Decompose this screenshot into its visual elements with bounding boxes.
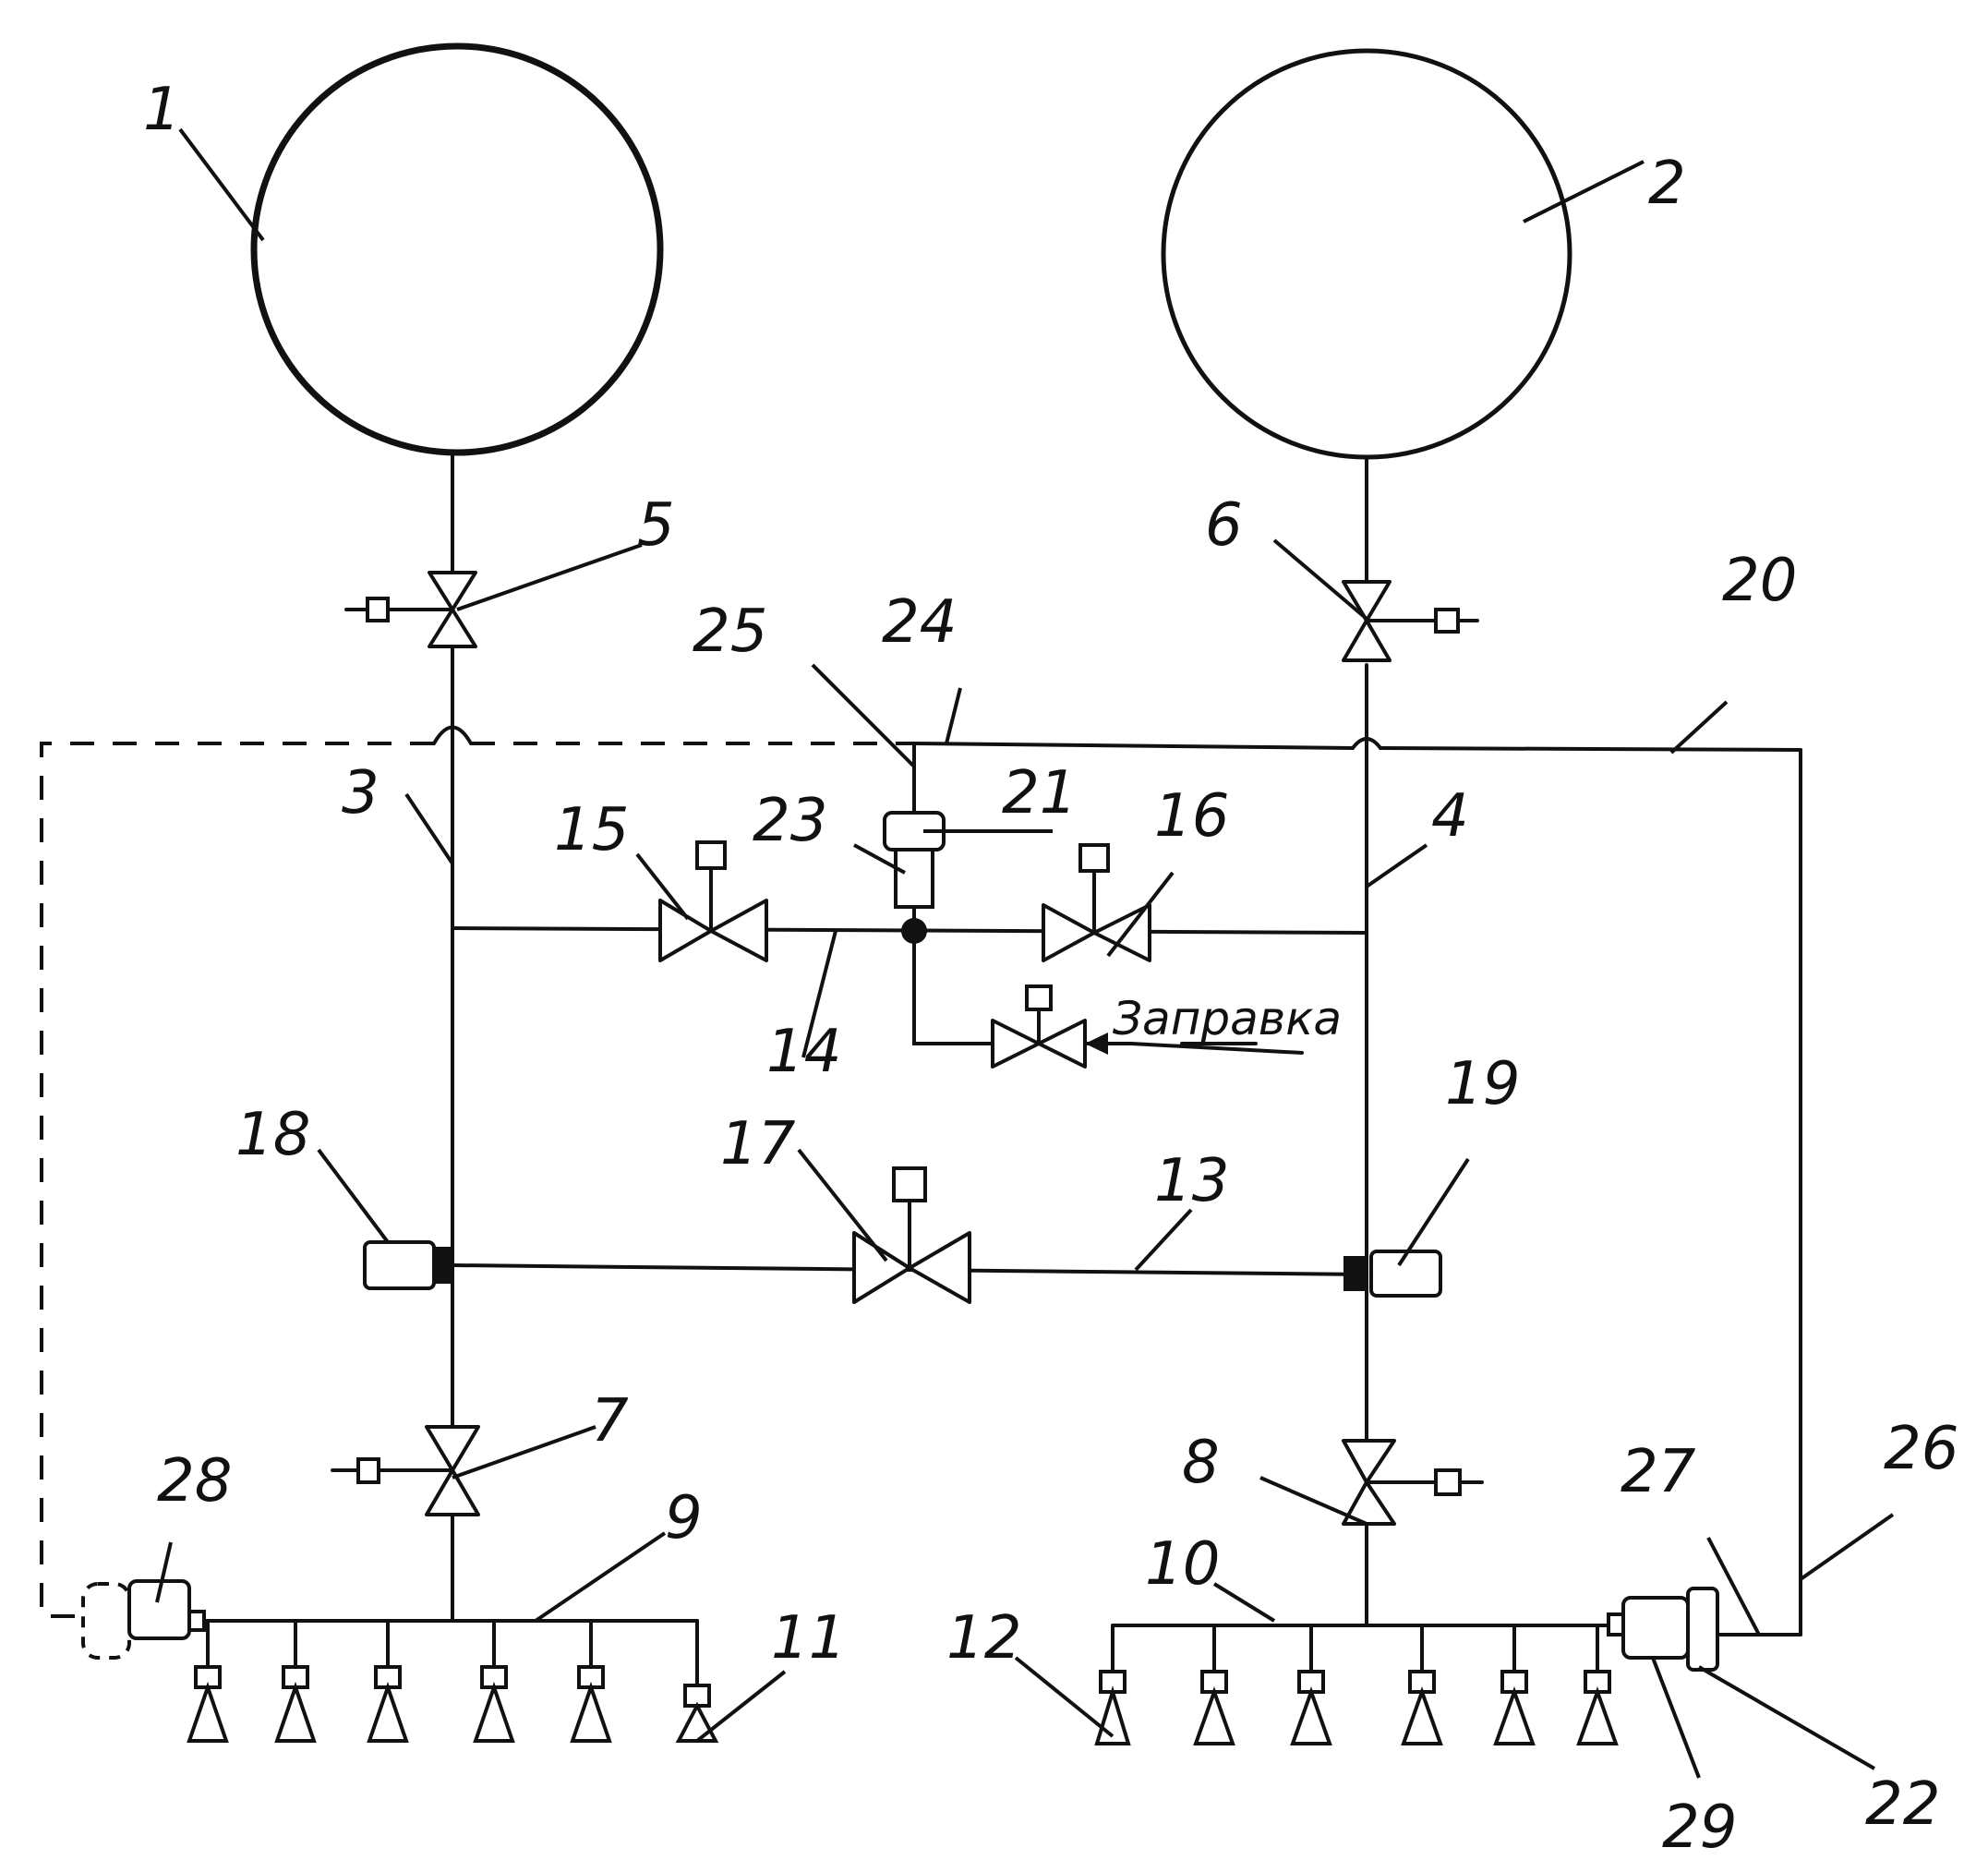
label-13: 13 xyxy=(1154,1147,1229,1215)
leader-4 xyxy=(1367,845,1427,887)
label-16: 16 xyxy=(1154,782,1229,851)
leader-17 xyxy=(799,1150,886,1261)
nozzle-12 xyxy=(1293,1625,1330,1744)
leader-24 xyxy=(946,688,960,743)
nozzle-12 xyxy=(1579,1625,1616,1744)
fill-line xyxy=(914,942,993,1044)
tank-2 xyxy=(1163,51,1570,457)
tee-junction xyxy=(901,918,927,944)
leader-12 xyxy=(1016,1658,1113,1736)
label-27: 27 xyxy=(1621,1438,1696,1506)
label-8: 8 xyxy=(1182,1429,1220,1497)
leader-25 xyxy=(813,665,914,767)
dashed-control-line xyxy=(42,743,434,1616)
label-22: 22 xyxy=(1865,1770,1940,1839)
label-2: 2 xyxy=(1648,150,1686,218)
nozzle-11 xyxy=(189,1621,226,1741)
element-28 xyxy=(83,1581,204,1658)
leader-2 xyxy=(1524,162,1644,222)
leader-1 xyxy=(180,129,263,240)
line-20-right xyxy=(1380,748,1801,750)
element-23 xyxy=(896,850,933,907)
leader-22 xyxy=(1699,1667,1874,1769)
nozzle-12 xyxy=(1496,1625,1533,1744)
label-14: 14 xyxy=(766,1018,841,1086)
label-5: 5 xyxy=(637,491,675,560)
label-3: 3 xyxy=(342,759,380,827)
label-10: 10 xyxy=(1145,1530,1220,1599)
element-29 xyxy=(1608,1598,1688,1658)
leader-9 xyxy=(536,1533,665,1621)
element-19 xyxy=(1343,1251,1440,1296)
leader-13 xyxy=(1136,1210,1191,1270)
valve-6[interactable] xyxy=(1343,582,1477,660)
fill-arrowhead xyxy=(1085,1033,1108,1055)
nozzle-11 xyxy=(476,1621,512,1741)
leader-29 xyxy=(1653,1658,1699,1778)
leader-3 xyxy=(406,794,452,864)
nozzle-12 xyxy=(1097,1672,1128,1744)
label-7: 7 xyxy=(591,1387,629,1455)
nozzle-11 xyxy=(369,1621,406,1741)
leader-26 xyxy=(1801,1515,1893,1579)
label-28: 28 xyxy=(157,1447,232,1516)
nozzle-11 xyxy=(572,1621,609,1741)
valve-16[interactable] xyxy=(1043,845,1150,960)
nozzle-11 xyxy=(277,1621,314,1741)
leader-19 xyxy=(1399,1159,1468,1265)
label-6: 6 xyxy=(1205,491,1243,560)
leader-20 xyxy=(1671,702,1727,753)
label-15: 15 xyxy=(554,796,629,864)
element-22 xyxy=(1688,1588,1717,1670)
valve-17[interactable] xyxy=(854,1168,970,1302)
label-4: 4 xyxy=(1431,782,1469,851)
nozzle-12 xyxy=(1196,1625,1233,1744)
valve-5[interactable] xyxy=(346,573,476,646)
valve-8[interactable] xyxy=(1343,1441,1482,1524)
leader-8 xyxy=(1260,1478,1367,1524)
label-21: 21 xyxy=(1002,759,1077,827)
label-19: 19 xyxy=(1445,1050,1520,1118)
label-23: 23 xyxy=(753,787,827,855)
label-29: 29 xyxy=(1662,1793,1737,1862)
label-11: 11 xyxy=(771,1604,846,1673)
fill-caption: Заправка xyxy=(1113,992,1342,1045)
label-26: 26 xyxy=(1884,1415,1958,1483)
label-17: 17 xyxy=(720,1110,796,1178)
label-25: 25 xyxy=(693,598,767,666)
valve-7[interactable] xyxy=(332,1427,478,1515)
leader-6 xyxy=(1274,540,1367,619)
nozzle-12 xyxy=(1404,1625,1440,1744)
fill-valve[interactable] xyxy=(993,986,1085,1067)
label-20: 20 xyxy=(1722,547,1797,615)
element-18 xyxy=(365,1242,452,1288)
label-24: 24 xyxy=(882,588,957,657)
label-18: 18 xyxy=(235,1101,310,1169)
label-1: 1 xyxy=(143,76,181,144)
leader-5 xyxy=(457,545,642,610)
leader-18 xyxy=(319,1150,388,1242)
tank-1 xyxy=(254,46,660,453)
line-20 xyxy=(914,743,1353,748)
label-9: 9 xyxy=(665,1484,703,1552)
leader-10 xyxy=(1214,1584,1274,1621)
label-12: 12 xyxy=(946,1604,1021,1673)
